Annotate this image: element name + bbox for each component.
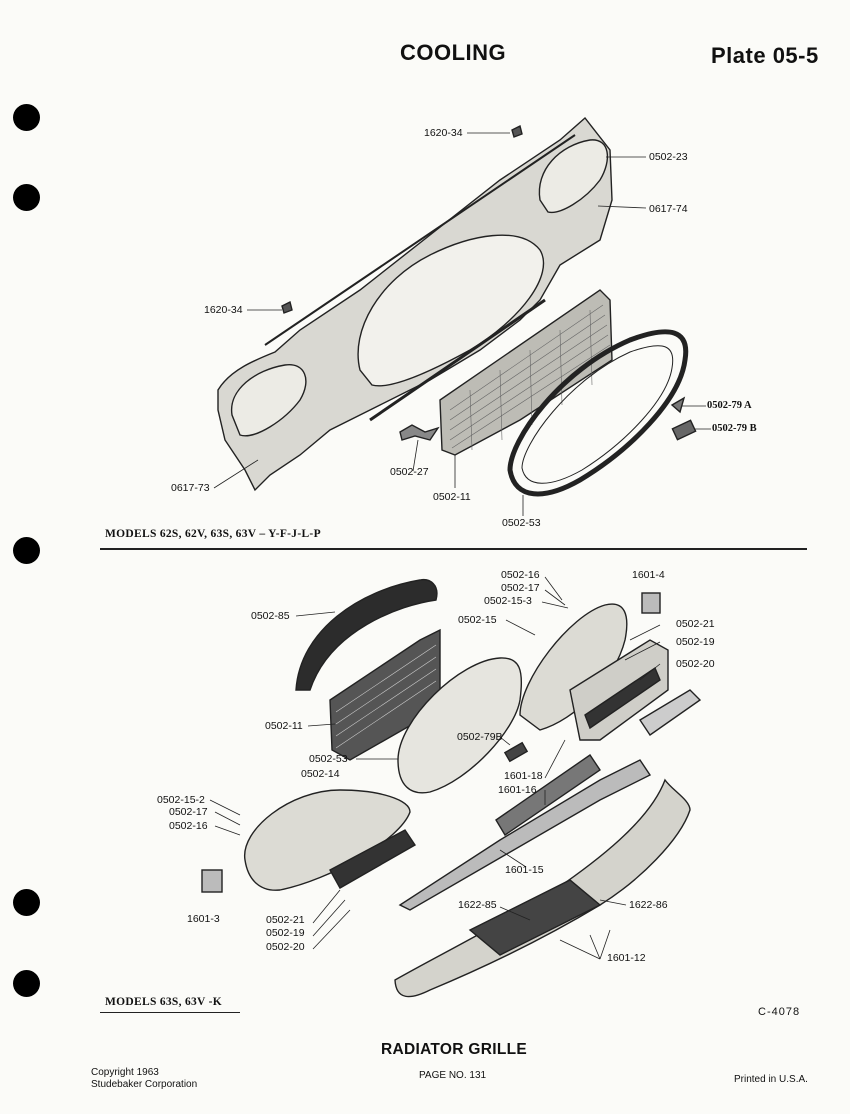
callout-label: 0502-20 <box>266 941 305 953</box>
callout-label: 0502-15 <box>458 614 497 626</box>
callout-label: 1622-86 <box>629 899 668 911</box>
callout-label: 0502-15-2 <box>157 794 205 806</box>
copyright-line-1: Copyright 1963 <box>91 1067 159 1078</box>
callout-label: 0502-79 A <box>707 400 752 411</box>
lower-molding <box>369 298 546 422</box>
callout-label: 1620-34 <box>204 304 243 316</box>
lower-models-caption: MODELS 63S, 63V -K <box>105 996 223 1008</box>
callout-label: 1620-34 <box>424 127 463 139</box>
callout-label: 1601-12 <box>607 952 646 964</box>
callout-label: 0502-16 <box>169 820 208 832</box>
callout-label: 0502-19 <box>676 636 715 648</box>
callout-label: 0502-16 <box>501 569 540 581</box>
printed-in: Printed in U.S.A. <box>734 1074 808 1085</box>
callout-label: 1601-15 <box>505 864 544 876</box>
callout-label: 0502-79B <box>457 731 503 743</box>
plate-number: Plate 05-5 <box>711 43 819 68</box>
upper-molding <box>295 578 438 691</box>
models-underline <box>100 1012 240 1013</box>
callout-label: 0502-21 <box>266 914 305 926</box>
callout-label: 0502-17 <box>169 806 208 818</box>
binder-hole <box>13 537 40 564</box>
binder-hole <box>13 104 40 131</box>
callout-label: 0502-14 <box>301 768 340 780</box>
callout-label: 0502-11 <box>433 491 471 503</box>
callout-label: 0502-79 B <box>712 423 757 434</box>
binder-hole <box>13 184 40 211</box>
callout-label: 1601-18 <box>504 770 543 782</box>
crossbar-1601-15 <box>398 759 652 911</box>
grille-mesh <box>439 289 613 456</box>
callout-label: 0502-21 <box>676 618 715 630</box>
grille-opening <box>357 234 545 387</box>
binder-hole <box>13 970 40 997</box>
binder-hole <box>13 889 40 916</box>
callout-label: 0502-53 <box>309 753 348 765</box>
callout-label: 1622-85 <box>458 899 497 911</box>
callout-label: 1601-3 <box>187 913 220 925</box>
callout-label: 0502-23 <box>649 151 688 163</box>
bumper-bar <box>639 689 702 736</box>
callout-label: 0502-19 <box>266 927 305 939</box>
callout-label: 0617-73 <box>171 482 210 494</box>
headlamp-right <box>538 139 609 214</box>
callout-label: 1601-16 <box>498 784 537 796</box>
plate-caption: RADIATOR GRILLE <box>381 1041 528 1058</box>
section-divider <box>100 548 807 550</box>
top-flange <box>264 134 576 346</box>
callout-label: 0502-17 <box>501 582 540 594</box>
section-title: COOLING <box>400 40 507 65</box>
callout-label: 0502-15-3 <box>484 595 532 607</box>
callout-label: 1601-4 <box>632 569 665 581</box>
copyright-line-2: Studebaker Corporation <box>91 1079 198 1090</box>
grille-frame <box>397 657 523 794</box>
callout-label: 0502-11 <box>265 720 303 732</box>
callout-label: 0502-20 <box>676 658 715 670</box>
page-number: PAGE NO. 131 <box>419 1070 487 1081</box>
callout-label: 0502-27 <box>390 466 429 478</box>
headlamp-housing-left <box>244 789 411 891</box>
illustration-code: C-4078 <box>758 1006 801 1018</box>
callout-label: 0617-74 <box>649 203 688 215</box>
upper-models-caption: MODELS 62S, 62V, 63S, 63V – Y-F-J-L-P <box>105 528 321 540</box>
surround-ring <box>507 329 689 497</box>
crossbar-1601-16 <box>495 754 601 836</box>
callout-label: 0502-53 <box>502 517 541 529</box>
callout-label: 0502-85 <box>251 610 290 622</box>
headlamp-left <box>231 364 307 437</box>
